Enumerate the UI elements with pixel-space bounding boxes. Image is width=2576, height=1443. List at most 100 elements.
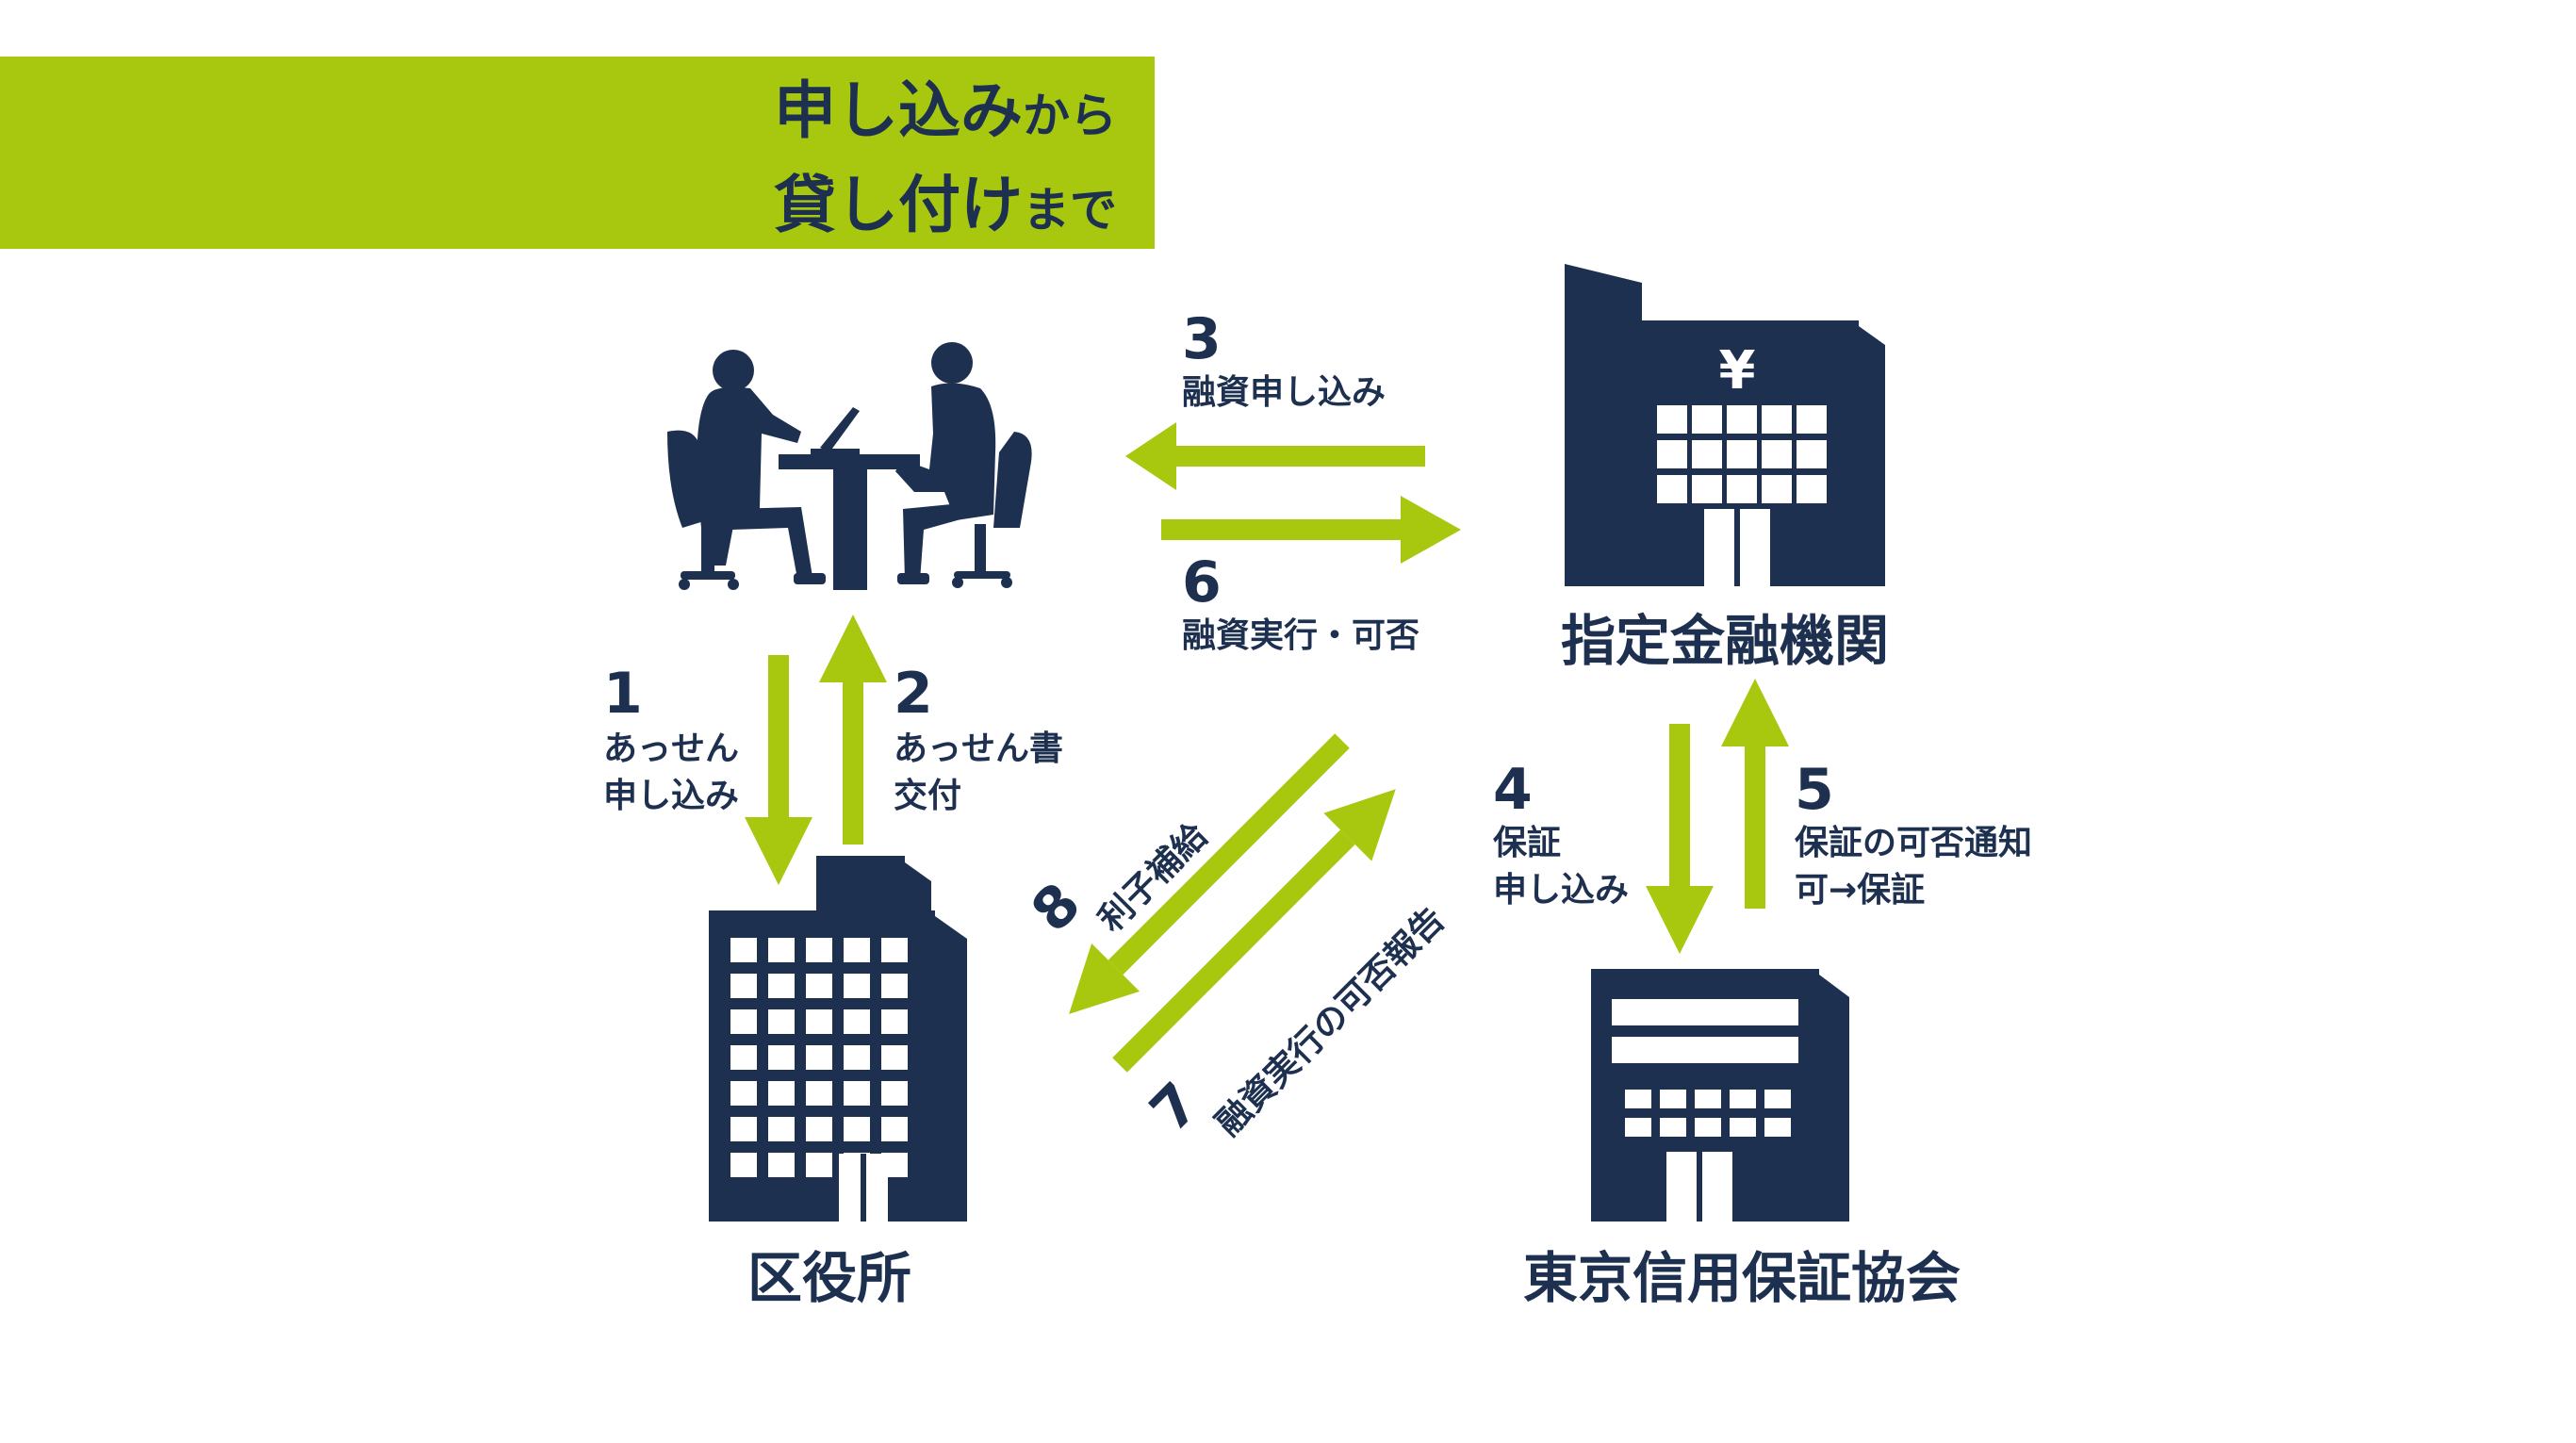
window xyxy=(1727,405,1757,434)
window xyxy=(730,938,757,962)
arrows xyxy=(745,422,1789,1073)
step-1-number: 1 xyxy=(603,661,643,727)
arrow-icon-step-6 xyxy=(1161,496,1461,564)
title-line-1-main: 申し込み xyxy=(774,74,1023,147)
window xyxy=(1695,1090,1721,1108)
step-1-text-line-2: 申し込み xyxy=(603,777,739,815)
step-4-number: 4 xyxy=(1493,757,1533,823)
window xyxy=(1657,440,1687,468)
arrow-icon-step-5 xyxy=(1721,679,1789,909)
window xyxy=(1660,1118,1686,1137)
yen-sign-icon: ¥ xyxy=(1719,340,1756,402)
window xyxy=(730,1045,757,1070)
window xyxy=(844,938,870,962)
window xyxy=(1695,1118,1721,1137)
title-line-2-sub: まで xyxy=(1023,183,1117,238)
step-2-number: 2 xyxy=(894,661,933,727)
step-5-text-line-2: 可→保証 xyxy=(1795,871,1925,910)
window xyxy=(806,1153,832,1177)
window xyxy=(1625,1118,1651,1137)
title-line-1-sub: から xyxy=(1023,89,1117,143)
window xyxy=(730,1117,757,1141)
window xyxy=(881,974,908,998)
window xyxy=(844,1081,870,1106)
window xyxy=(768,1081,795,1106)
window xyxy=(1797,405,1827,434)
step-5-label: 5 保証の可否通知 可→保証 xyxy=(1795,757,2032,910)
window xyxy=(844,974,870,998)
window xyxy=(1660,1090,1686,1108)
window xyxy=(881,938,908,962)
window xyxy=(806,974,832,998)
entity-label-ward-office: 区役所 xyxy=(747,1246,911,1310)
arrow-icon-step-3 xyxy=(1125,422,1425,490)
window xyxy=(768,1045,795,1070)
window xyxy=(881,1009,908,1034)
step-2-label: 2 あっせん書 交付 xyxy=(894,661,1063,815)
entity-label-bank: 指定金融機関 xyxy=(1561,609,1889,673)
window xyxy=(1657,405,1687,434)
window xyxy=(1625,1090,1651,1108)
window xyxy=(1657,475,1687,503)
window xyxy=(768,938,795,962)
window xyxy=(881,1081,908,1106)
arrow-icon-step-8 xyxy=(1069,733,1350,1014)
title-line-1: 申し込みから xyxy=(774,74,1117,147)
step-5-number: 5 xyxy=(1795,757,1834,823)
arrow-icon-step-4 xyxy=(1646,724,1714,954)
window xyxy=(768,1153,795,1177)
window xyxy=(1762,440,1792,468)
window xyxy=(806,1009,832,1034)
step-6-number: 6 xyxy=(1182,549,1222,615)
window xyxy=(806,938,832,962)
city-office-building-icon xyxy=(709,856,967,1222)
step-4-text-line-1: 保証 xyxy=(1493,824,1561,862)
step-8-number: 8 xyxy=(1019,871,1093,945)
arrow-icon-step-2 xyxy=(819,615,887,844)
guarantee-building-icon xyxy=(1591,969,1849,1222)
step-8-label: 8 利子補給 xyxy=(1019,815,1216,945)
window xyxy=(1764,1118,1791,1137)
title-background xyxy=(0,57,1155,249)
window xyxy=(806,1081,832,1106)
step-7-number: 7 xyxy=(1138,1071,1212,1145)
window xyxy=(768,1117,795,1141)
window xyxy=(881,1045,908,1070)
step-3-number: 3 xyxy=(1182,306,1222,372)
window xyxy=(1797,475,1827,503)
window xyxy=(768,1009,795,1034)
title-line-2: 貸し付けまで xyxy=(774,169,1117,241)
window xyxy=(768,974,795,998)
step-2-text-line-2: 交付 xyxy=(894,776,961,815)
window xyxy=(730,1153,757,1177)
window xyxy=(730,1081,757,1106)
window xyxy=(1727,440,1757,468)
window xyxy=(806,1117,832,1141)
step-4-text-line-2: 申し込み xyxy=(1493,871,1629,910)
step-6-text: 融資実行・可否 xyxy=(1182,616,1419,655)
entity-label-guarantee-association: 東京信用保証協会 xyxy=(1523,1246,1961,1310)
window xyxy=(1762,405,1792,434)
bank-building-icon: ¥ xyxy=(1565,264,1885,586)
step-2-text-line-1: あっせん書 xyxy=(894,730,1063,768)
step-3-label: 3 融資申し込み xyxy=(1182,306,1386,412)
window xyxy=(844,1045,870,1070)
step-3-text: 融資申し込み xyxy=(1182,373,1386,412)
title-banner: 申し込みから 貸し付けまで xyxy=(0,57,1155,249)
window xyxy=(806,1045,832,1070)
step-5-text-line-1: 保証の可否通知 xyxy=(1795,824,2032,862)
window xyxy=(1730,1118,1756,1137)
window xyxy=(1692,475,1722,503)
window xyxy=(1692,440,1722,468)
step-6-label: 6 融資実行・可否 xyxy=(1182,549,1419,655)
step-1-label: 1 あっせん 申し込み xyxy=(603,661,739,815)
step-1-text-line-1: あっせん xyxy=(603,730,739,768)
window xyxy=(881,1117,908,1141)
window xyxy=(1762,475,1792,503)
window xyxy=(1692,405,1722,434)
arrow-icon-step-1 xyxy=(745,655,812,885)
title-line-2-main: 貸し付け xyxy=(774,169,1023,241)
window xyxy=(1727,475,1757,503)
business-meeting-icon xyxy=(667,342,1032,590)
